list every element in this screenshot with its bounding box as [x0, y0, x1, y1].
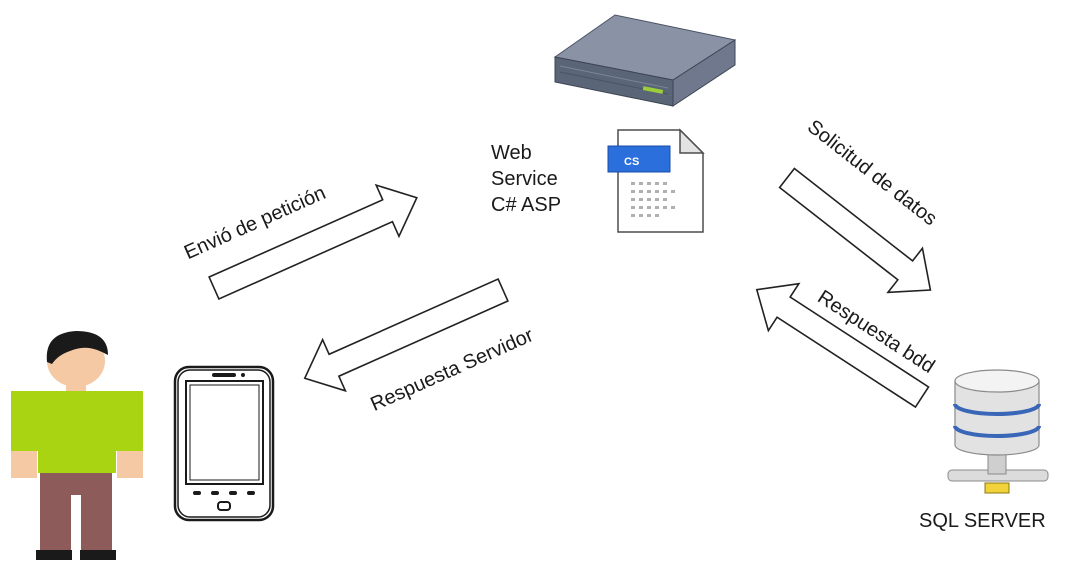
- smartphone-icon: [173, 365, 275, 522]
- request-arrow: [208, 183, 418, 301]
- db-response-arrow: [755, 282, 930, 409]
- database-label: SQL SERVER: [919, 510, 1046, 532]
- web-service-line3: C# ASP: [491, 194, 562, 216]
- server-response-arrow: [303, 277, 509, 393]
- server-icon: [553, 14, 737, 107]
- web-service-line2: Service: [491, 168, 558, 190]
- data-request-arrow: [778, 167, 932, 294]
- cs-file-icon: [607, 128, 705, 233]
- cs-badge-label: CS: [624, 156, 639, 168]
- user-person-icon: [11, 331, 143, 560]
- web-service-line1: Web: [491, 142, 532, 164]
- web-service-label: Web Service C# ASP: [491, 140, 561, 218]
- database-icon: [947, 369, 1049, 494]
